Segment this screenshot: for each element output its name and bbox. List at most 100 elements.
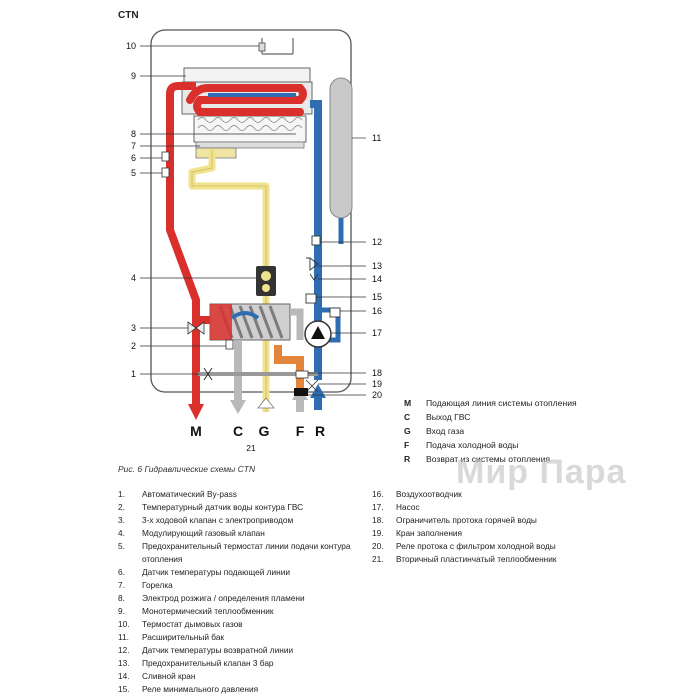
- three-way-valve: [187, 321, 205, 335]
- component-list-item: 18.Ограничитель протока горячей воды: [372, 514, 557, 527]
- component-number: 13.: [118, 658, 130, 668]
- ignition-electrode: [195, 141, 305, 149]
- pressure-switch: [305, 293, 317, 304]
- air-vent: [329, 307, 341, 318]
- component-description: Предохранительный клапан 3 бар: [142, 658, 274, 668]
- callout-12: 12: [372, 237, 382, 247]
- bypass-valve: [203, 367, 213, 381]
- legend-row: G Вход газа: [404, 426, 577, 436]
- component-list-item: 15.Реле минимального давления: [118, 683, 351, 696]
- label-c: C: [233, 423, 243, 439]
- component-list-item: 11. Расширительный бак: [118, 631, 351, 644]
- dhw-arrow: [230, 400, 246, 414]
- callout-8: 8: [131, 129, 136, 139]
- flue-thermostat: [258, 42, 266, 52]
- component-list-item: 5.Предохранительный термостат линии пода…: [118, 540, 351, 553]
- gas-manifold: [195, 147, 237, 159]
- component-list-item: 16. Воздухоотводчик: [372, 488, 557, 501]
- component-number: 7.: [118, 580, 125, 590]
- legend-code: C: [404, 412, 411, 422]
- figure-caption: Рис. 6 Гидравлические схемы CTN: [118, 464, 256, 474]
- component-list-item: 12. Датчик температуры возвратной линии: [118, 644, 351, 657]
- callout-11: 11: [372, 133, 381, 143]
- return-temp-sensor: [311, 235, 321, 246]
- label-m: M: [190, 423, 202, 439]
- component-description: Воздухоотводчик: [396, 489, 462, 499]
- component-number: 18.: [372, 515, 384, 525]
- flow-line: [166, 82, 200, 408]
- component-description: Расширительный бак: [142, 632, 225, 642]
- legend-row: C Выход ГВС: [404, 412, 577, 422]
- component-number: 1.: [118, 489, 125, 499]
- legend-text: Подача холодной воды: [426, 440, 519, 450]
- dhw-temp-sensor: [225, 339, 234, 350]
- component-list-item: 8. Электрод розжига / определения пламени: [118, 592, 351, 605]
- component-list-item: отопления: [118, 553, 351, 566]
- component-number: 8.: [118, 593, 125, 603]
- watermark: Мир Пара: [456, 453, 627, 491]
- component-list-item: 3. 3-х ходовой клапан с электроприводом: [118, 514, 351, 527]
- component-number: 2.: [118, 502, 125, 512]
- diagram-title: CTN: [118, 10, 139, 21]
- component-description: Монотермический теплообменник: [142, 606, 274, 616]
- component-description: Кран заполнения: [396, 528, 463, 538]
- component-description: Термостат дымовых газов: [142, 619, 243, 629]
- component-description: Реле протока с фильтром холодной воды: [396, 541, 556, 551]
- label-g: G: [259, 423, 270, 439]
- label-r: R: [315, 423, 325, 439]
- component-number: 17.: [372, 502, 384, 512]
- component-description: Датчик температуры подающей линии: [142, 567, 290, 577]
- callout-7: 7: [131, 141, 136, 151]
- component-description: Предохранительный термостат линии подачи…: [142, 541, 351, 551]
- component-description: Вторичный пластинчатый теплообменник: [396, 554, 557, 564]
- callout-16: 16: [372, 306, 382, 316]
- component-description: 3-х ходовой клапан с электроприводом: [142, 515, 294, 525]
- component-list-item: 7.Горелка: [118, 579, 351, 592]
- flow-limiter: [295, 370, 309, 379]
- component-number: 4.: [118, 528, 125, 538]
- component-description: Сливной кран: [142, 671, 196, 681]
- flow-switch: [294, 388, 308, 396]
- component-list-item: 4.Модулирующий газовый клапан: [118, 527, 351, 540]
- legend-text: Выход ГВС: [426, 412, 471, 422]
- component-description: Электрод розжига / определения пламени: [142, 593, 305, 603]
- component-number: 10.: [118, 619, 130, 629]
- callout-15: 15: [372, 292, 382, 302]
- callout-9: 9: [131, 71, 136, 81]
- callout-19: 19: [372, 379, 382, 389]
- dhw-return-loop: [290, 308, 304, 340]
- callout-17: 17: [372, 328, 382, 338]
- component-number: 12.: [118, 645, 130, 655]
- return-bottom-pipe: [314, 396, 322, 410]
- callout-20: 20: [372, 390, 382, 400]
- gas-arrow: [257, 397, 275, 409]
- legend-text: Подающая линия системы отопления: [426, 398, 577, 408]
- component-list-item: 1.Автоматический By-pass: [118, 488, 351, 501]
- burner: [193, 115, 307, 143]
- expansion-tank: [329, 77, 353, 219]
- callout-4: 4: [131, 273, 136, 283]
- component-number: 19.: [372, 528, 384, 538]
- callout-13: 13: [372, 261, 382, 271]
- component-number: 11.: [118, 632, 129, 642]
- component-number: 3.: [118, 515, 125, 525]
- burner-ramps: [197, 117, 303, 131]
- component-number: 21.: [372, 554, 384, 564]
- component-description: Реле минимального давления: [142, 684, 259, 694]
- component-description: Датчик температуры возвратной линии: [142, 645, 294, 655]
- component-list-item: 17.Насос: [372, 501, 557, 514]
- callout-2: 2: [131, 341, 136, 351]
- component-list-item: 6.Датчик температуры подающей линии: [118, 566, 351, 579]
- flow-arrow: [188, 404, 204, 420]
- component-number: 9.: [118, 606, 125, 616]
- legend-text: Вход газа: [426, 426, 465, 436]
- safety-valve: [306, 257, 319, 271]
- legend-code: G: [404, 426, 411, 436]
- component-number: 14.: [118, 671, 130, 681]
- component-number: 16.: [372, 489, 384, 499]
